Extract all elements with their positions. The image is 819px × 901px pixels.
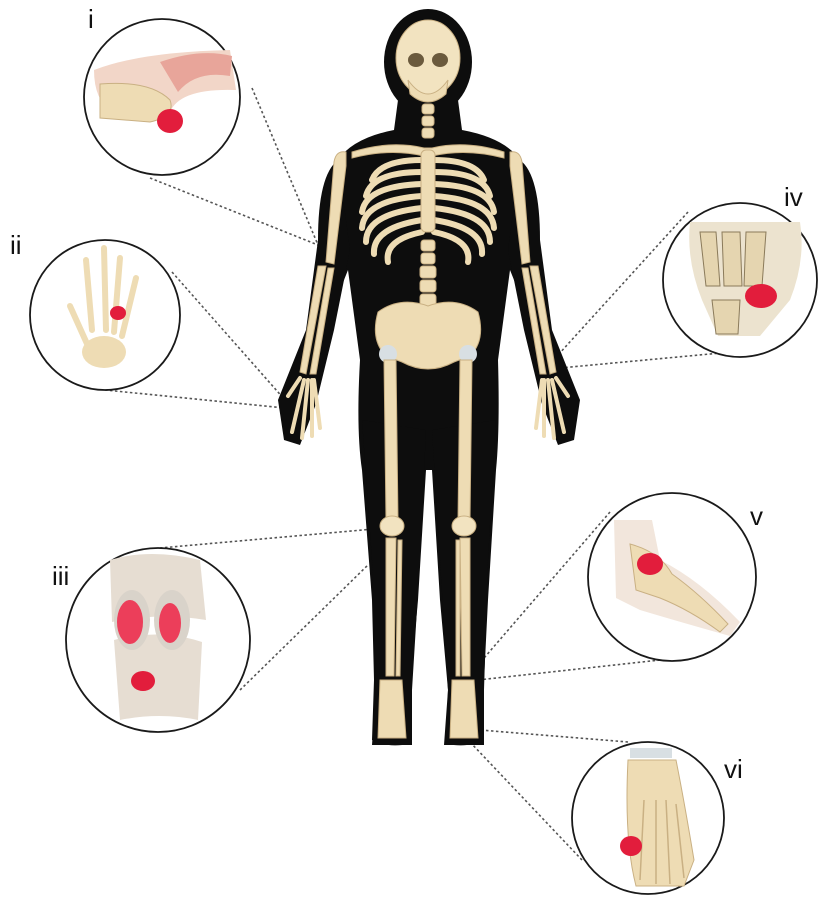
callout-ii-label: ii [10, 230, 22, 260]
callout-v: v [588, 493, 763, 661]
callout-iv-label: iv [784, 182, 803, 212]
foot-hotspot [620, 836, 642, 856]
callout-ii: ii [10, 230, 180, 390]
right-tibia [456, 538, 470, 676]
callout-i-label: i [88, 4, 94, 34]
leader-i-a [252, 88, 318, 245]
leader-iii-a [160, 528, 385, 548]
callout-v-label: v [750, 501, 763, 531]
callout-vi: vi [572, 742, 743, 894]
left-knee-bone [380, 516, 404, 536]
left-tibia [386, 538, 402, 676]
callout-iv: iv [663, 182, 817, 357]
callout-i: i [84, 4, 240, 175]
right-knee-bone [452, 516, 476, 536]
leader-i-b [150, 178, 318, 245]
leader-ii-a [172, 272, 285, 400]
leader-ii-b [105, 390, 285, 408]
wrist-hotspot [745, 284, 777, 308]
leader-vi-b [470, 742, 582, 860]
right-femur [458, 360, 472, 520]
left-femur [384, 360, 398, 520]
leader-iii-b [240, 565, 368, 690]
hand-hotspot [110, 306, 126, 320]
callout-iii-label: iii [52, 561, 69, 591]
right-foot [450, 680, 478, 738]
hand-palm [82, 336, 126, 368]
ankle-hotspot [637, 553, 663, 575]
knee-hotspot-right [159, 603, 181, 643]
callout-vi-label: vi [724, 754, 743, 784]
knee-hotspot-left [117, 600, 143, 644]
leader-v-b [478, 660, 660, 680]
knee-hotspot-lower [131, 671, 155, 691]
left-foot [378, 680, 406, 738]
eye-socket-left [408, 53, 424, 67]
elbow-hotspot [157, 109, 183, 133]
leader-vi-a [480, 730, 628, 742]
sternum [421, 150, 435, 232]
callout-iii: iii [52, 548, 250, 732]
eye-socket-right [432, 53, 448, 67]
skull [396, 20, 460, 96]
